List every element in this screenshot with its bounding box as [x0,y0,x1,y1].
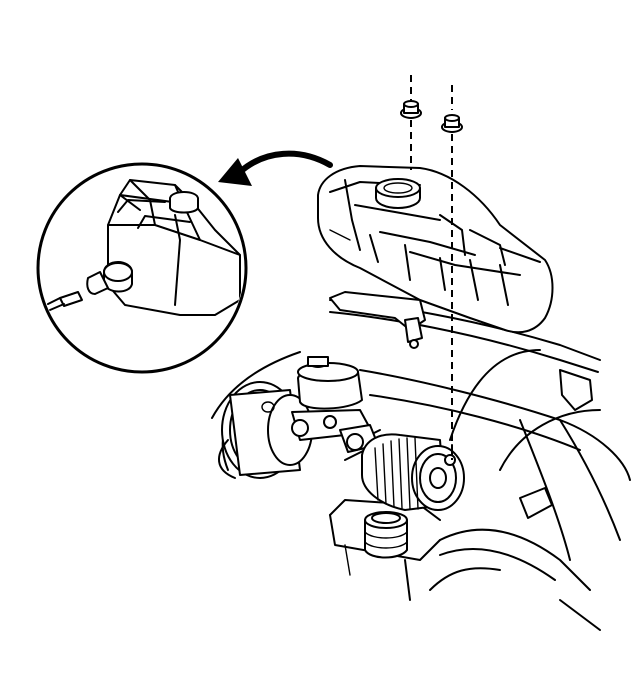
oil-fill-cap [364,511,408,559]
fastener-left [400,75,422,170]
right-bracket [559,369,593,411]
reservoir-mount-tab [404,317,423,343]
detail-view [36,162,248,374]
fastener-right [441,85,463,460]
detail-arrow [218,150,333,186]
engine-bay-structure [211,291,631,631]
wire-harness-plug [47,291,83,311]
motor-cooling-fins [374,437,419,510]
level-sensor-connector [86,261,133,295]
abs-motor-unit [361,433,465,511]
coolant-reservoir [317,165,554,349]
brake-booster [218,381,313,479]
